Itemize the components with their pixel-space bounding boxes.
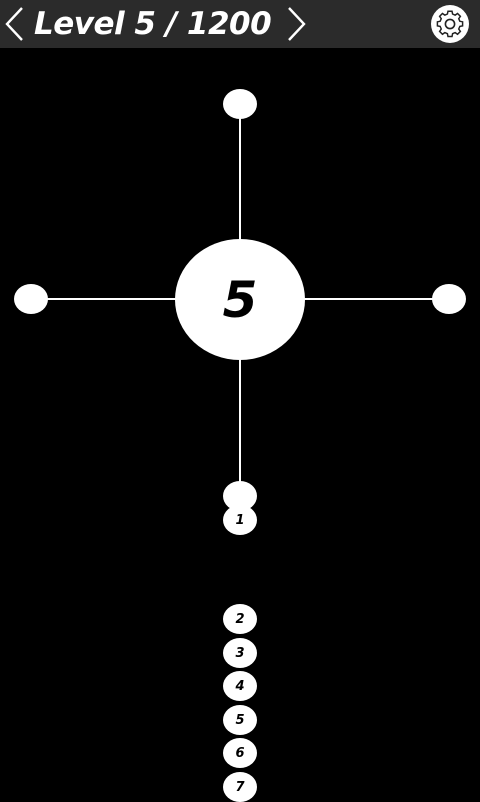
top-bar: Level 5 / 1200 [0,0,480,48]
pin-head-right [432,284,466,314]
rotating-core: 5 [175,239,305,360]
pin-line-down [239,360,241,496]
settings-button[interactable] [431,5,469,43]
pin-head-left [14,284,48,314]
queue-ball: 5 [223,705,257,735]
pin-head-up [223,89,257,119]
next-level-button[interactable] [285,4,309,44]
level-title: Level 5 / 1200 [34,6,272,42]
pin-line-right [302,298,450,300]
queue-ball: 7 [223,772,257,802]
chevron-left-icon [5,7,23,41]
queue-ball: 6 [223,738,257,768]
previous-level-button[interactable] [2,4,26,44]
gear-icon [436,10,464,38]
game-board[interactable]: 5 1 2 3 4 5 6 7 [0,48,480,802]
pin-line-up [239,104,241,244]
queue-ball: 2 [223,604,257,634]
queue-ball: 4 [223,671,257,701]
core-remaining-count: 5 [222,270,258,329]
queue-ball: 3 [223,638,257,668]
queue-ball: 1 [223,505,257,535]
pin-line-left [30,298,178,300]
chevron-right-icon [288,7,306,41]
